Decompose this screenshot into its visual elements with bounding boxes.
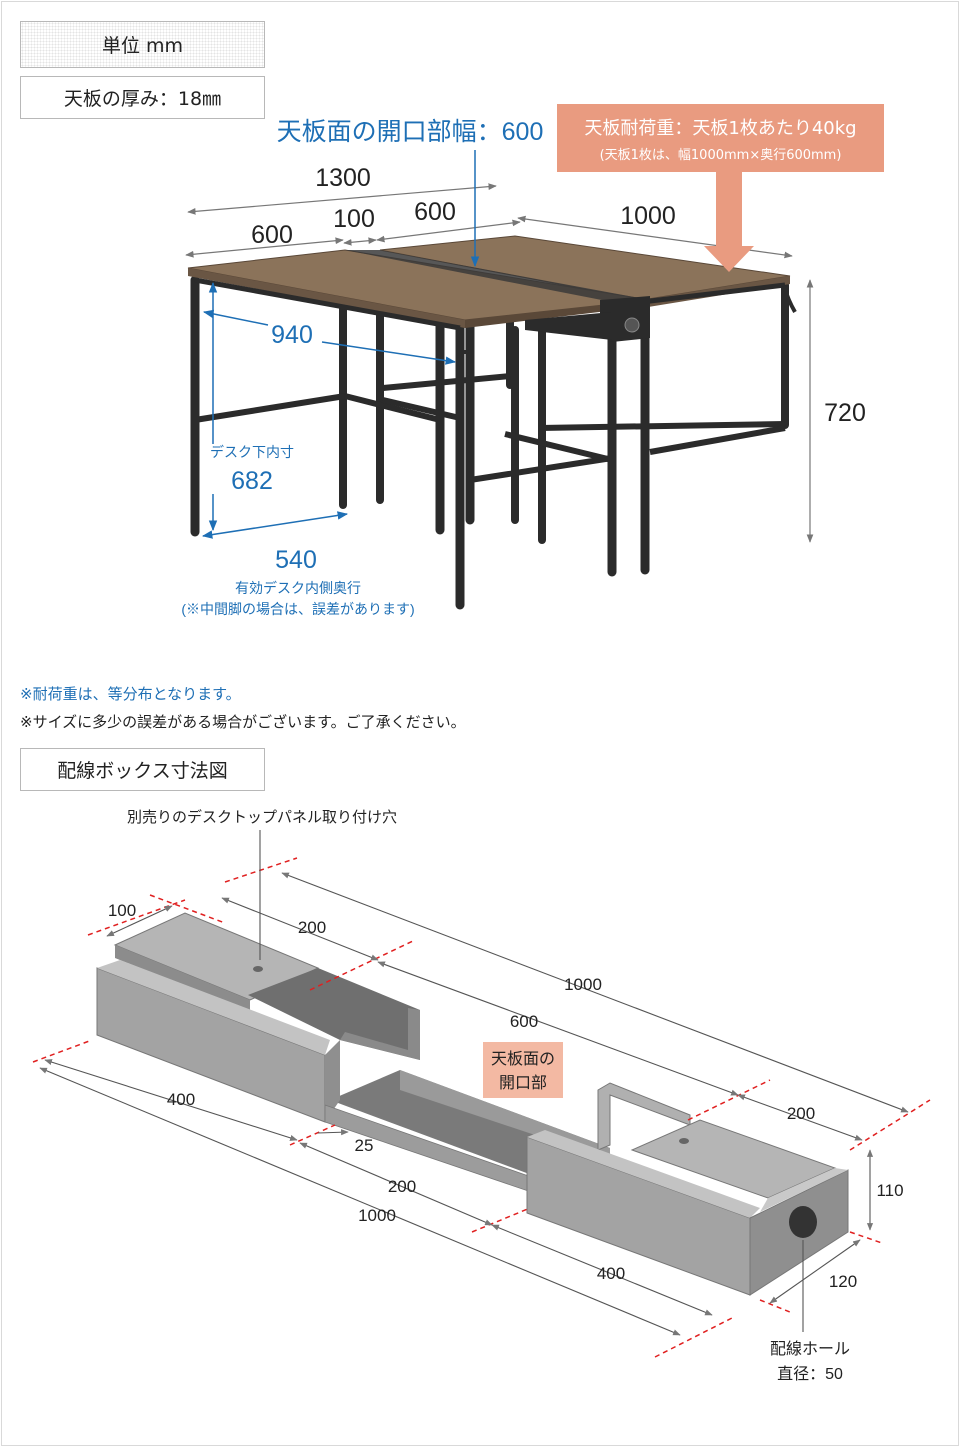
box-dim-100: 100: [108, 901, 136, 920]
box-dim-110: 110: [876, 1181, 903, 1200]
box-dim-1000b: 1000: [358, 1206, 396, 1225]
load-sub-text: (天板1枚は、幅1000mm×奥行600mm): [599, 148, 842, 163]
box-dimension-lines: [39, 830, 909, 1336]
dim-600a: 600: [251, 221, 293, 249]
note-error: ※サイズに多少の誤差がある場合がございます。ご了承ください。: [20, 713, 466, 731]
desk-blue-dims: [201, 150, 480, 539]
dim-682: 682: [231, 467, 273, 495]
box-dim-25: 25: [355, 1136, 374, 1155]
note-load: ※耐荷重は、等分布となります。: [20, 685, 241, 703]
dim-1300: 1300: [315, 164, 371, 192]
wiring-hole-text-1: 配線ホール: [770, 1340, 850, 1358]
wiring-box-illustration: [96, 912, 849, 1296]
unit-label: 単位 mm: [20, 21, 265, 68]
dim-100: 100: [333, 205, 375, 233]
box-opening-text-2: 開口部: [499, 1074, 547, 1092]
box-dim-200a: 200: [298, 918, 326, 937]
thickness-label: 天板の厚み：18㎜: [20, 76, 265, 119]
inner-depth-note: (※中間脚の場合は、誤差があります): [181, 601, 414, 617]
wiring-box-title: 配線ボックス寸法図: [20, 748, 265, 791]
dim-600b: 600: [414, 198, 456, 226]
desk-illustration: [187, 235, 797, 610]
box-dim-600: 600: [510, 1012, 538, 1031]
dim-540: 540: [275, 546, 317, 574]
box-dim-200c: 200: [388, 1177, 416, 1196]
dim-1000: 1000: [620, 202, 676, 230]
box-dim-120: 120: [829, 1272, 857, 1291]
load-callout: 天板耐荷重：天板1枚あたり40kg (天板1枚は、幅1000mm×奥行600mm…: [557, 104, 884, 172]
opening-width-text: 天板面の開口部幅：600: [277, 118, 544, 146]
box-opening-label-bg: [483, 1042, 563, 1098]
inner-depth-label: 有効デスク内側奥行: [235, 580, 361, 596]
panel-hole-label: 別売りのデスクトップパネル取り付け穴: [127, 808, 397, 826]
box-dim-400b: 400: [597, 1264, 625, 1283]
box-dim-1000a: 1000: [564, 975, 602, 994]
dim-940: 940: [271, 321, 313, 349]
load-main-text: 天板耐荷重：天板1枚あたり40kg: [584, 118, 857, 139]
dim-720: 720: [824, 399, 866, 427]
under-desk-label: デスク下内寸: [210, 444, 294, 460]
box-opening-text-1: 天板面の: [491, 1050, 555, 1068]
box-dim-200b: 200: [787, 1104, 815, 1123]
box-dim-400a: 400: [167, 1090, 195, 1109]
load-arrow: [704, 172, 754, 272]
wiring-hole-text-2: 直径：50: [777, 1365, 843, 1383]
